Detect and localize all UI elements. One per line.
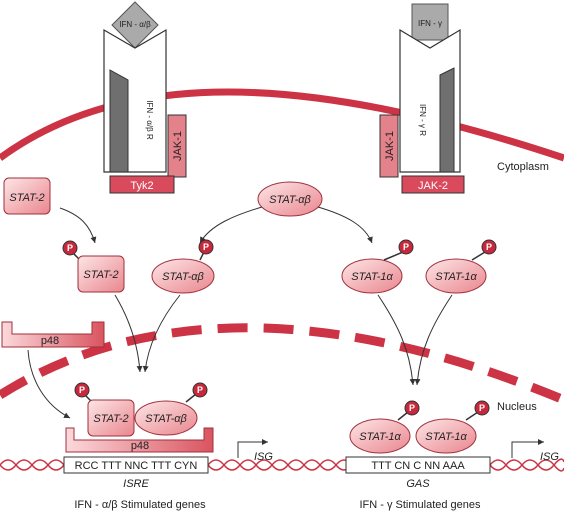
stat2-top-label: STAT-2: [9, 192, 44, 204]
isg-right-label: ISG: [540, 451, 559, 463]
stat-ab-top-label: STAT-αβ: [269, 194, 311, 206]
phospho-stat2-bottom: P: [79, 385, 85, 395]
stat2-mid-label: STAT-2: [83, 269, 118, 281]
nucleus-label: Nucleus: [497, 401, 537, 413]
isre-label: ISRE: [123, 478, 149, 490]
isg-left-label: ISG: [254, 451, 273, 463]
ifn-g-ligand-label: IFN - γ: [418, 19, 442, 28]
ifn-ab-receptor: IFN - α/β IFN - α/β R JAK-1 Tyk2: [103, 1, 187, 194]
stat1a-mid-left-label: STAT-1α: [351, 271, 393, 283]
ifn-g-receptor-label: IFN - γ R: [418, 104, 427, 136]
ifn-ab-ligand-label: IFN - α/β: [119, 20, 151, 29]
cytoplasm-label: Cytoplasm: [497, 161, 549, 173]
p48-top-label: p48: [41, 335, 59, 347]
phospho-stat1a-bottom-left: P: [409, 403, 415, 413]
phospho-stat-ab-bottom: P: [197, 385, 203, 395]
phospho-stat1a-mid-left: P: [403, 242, 409, 252]
cell-membrane: [0, 88, 564, 162]
jak2-label: JAK-2: [418, 180, 448, 192]
jak1-label-right: JAK-1: [384, 131, 396, 161]
tyk2-label: Tyk2: [130, 180, 153, 192]
stat1a-bottom-right-label: STAT-1α: [425, 431, 467, 443]
stat2-bottom-label: STAT-2: [93, 413, 128, 425]
gas-label: GAS: [406, 478, 430, 490]
caption-left: IFN - α/β Stimulated genes: [74, 499, 206, 511]
stat1a-mid-right-label: STAT-1α: [435, 271, 477, 283]
phospho-stat1a-mid-right: P: [486, 242, 492, 252]
nuclear-membrane: [0, 323, 564, 405]
isre-sequence: RCC TTT NNC TTT CYN: [75, 460, 198, 472]
stat1a-bottom-left-label: STAT-1α: [359, 431, 401, 443]
p48-bottom-label: p48: [131, 440, 149, 452]
ifn-g-receptor: IFN - γ IFN - γ R JAK-1 JAK-2: [379, 3, 465, 194]
caption-right: IFN - γ Stimulated genes: [359, 499, 481, 511]
gas-sequence: TTT CN C NN AAA: [371, 460, 465, 472]
phospho-stat1a-bottom-right: P: [479, 403, 485, 413]
phospho-stat-ab-mid: P: [203, 242, 209, 252]
stat-ab-mid-label: STAT-αβ: [162, 271, 204, 283]
stat-ab-bottom-label: STAT-αβ: [145, 413, 187, 425]
ifn-ab-receptor-label: IFN - α/β R: [145, 100, 154, 140]
phospho-stat2-mid: P: [67, 243, 73, 253]
dna-strands: [0, 458, 564, 472]
jak1-label-left: JAK-1: [172, 131, 184, 161]
